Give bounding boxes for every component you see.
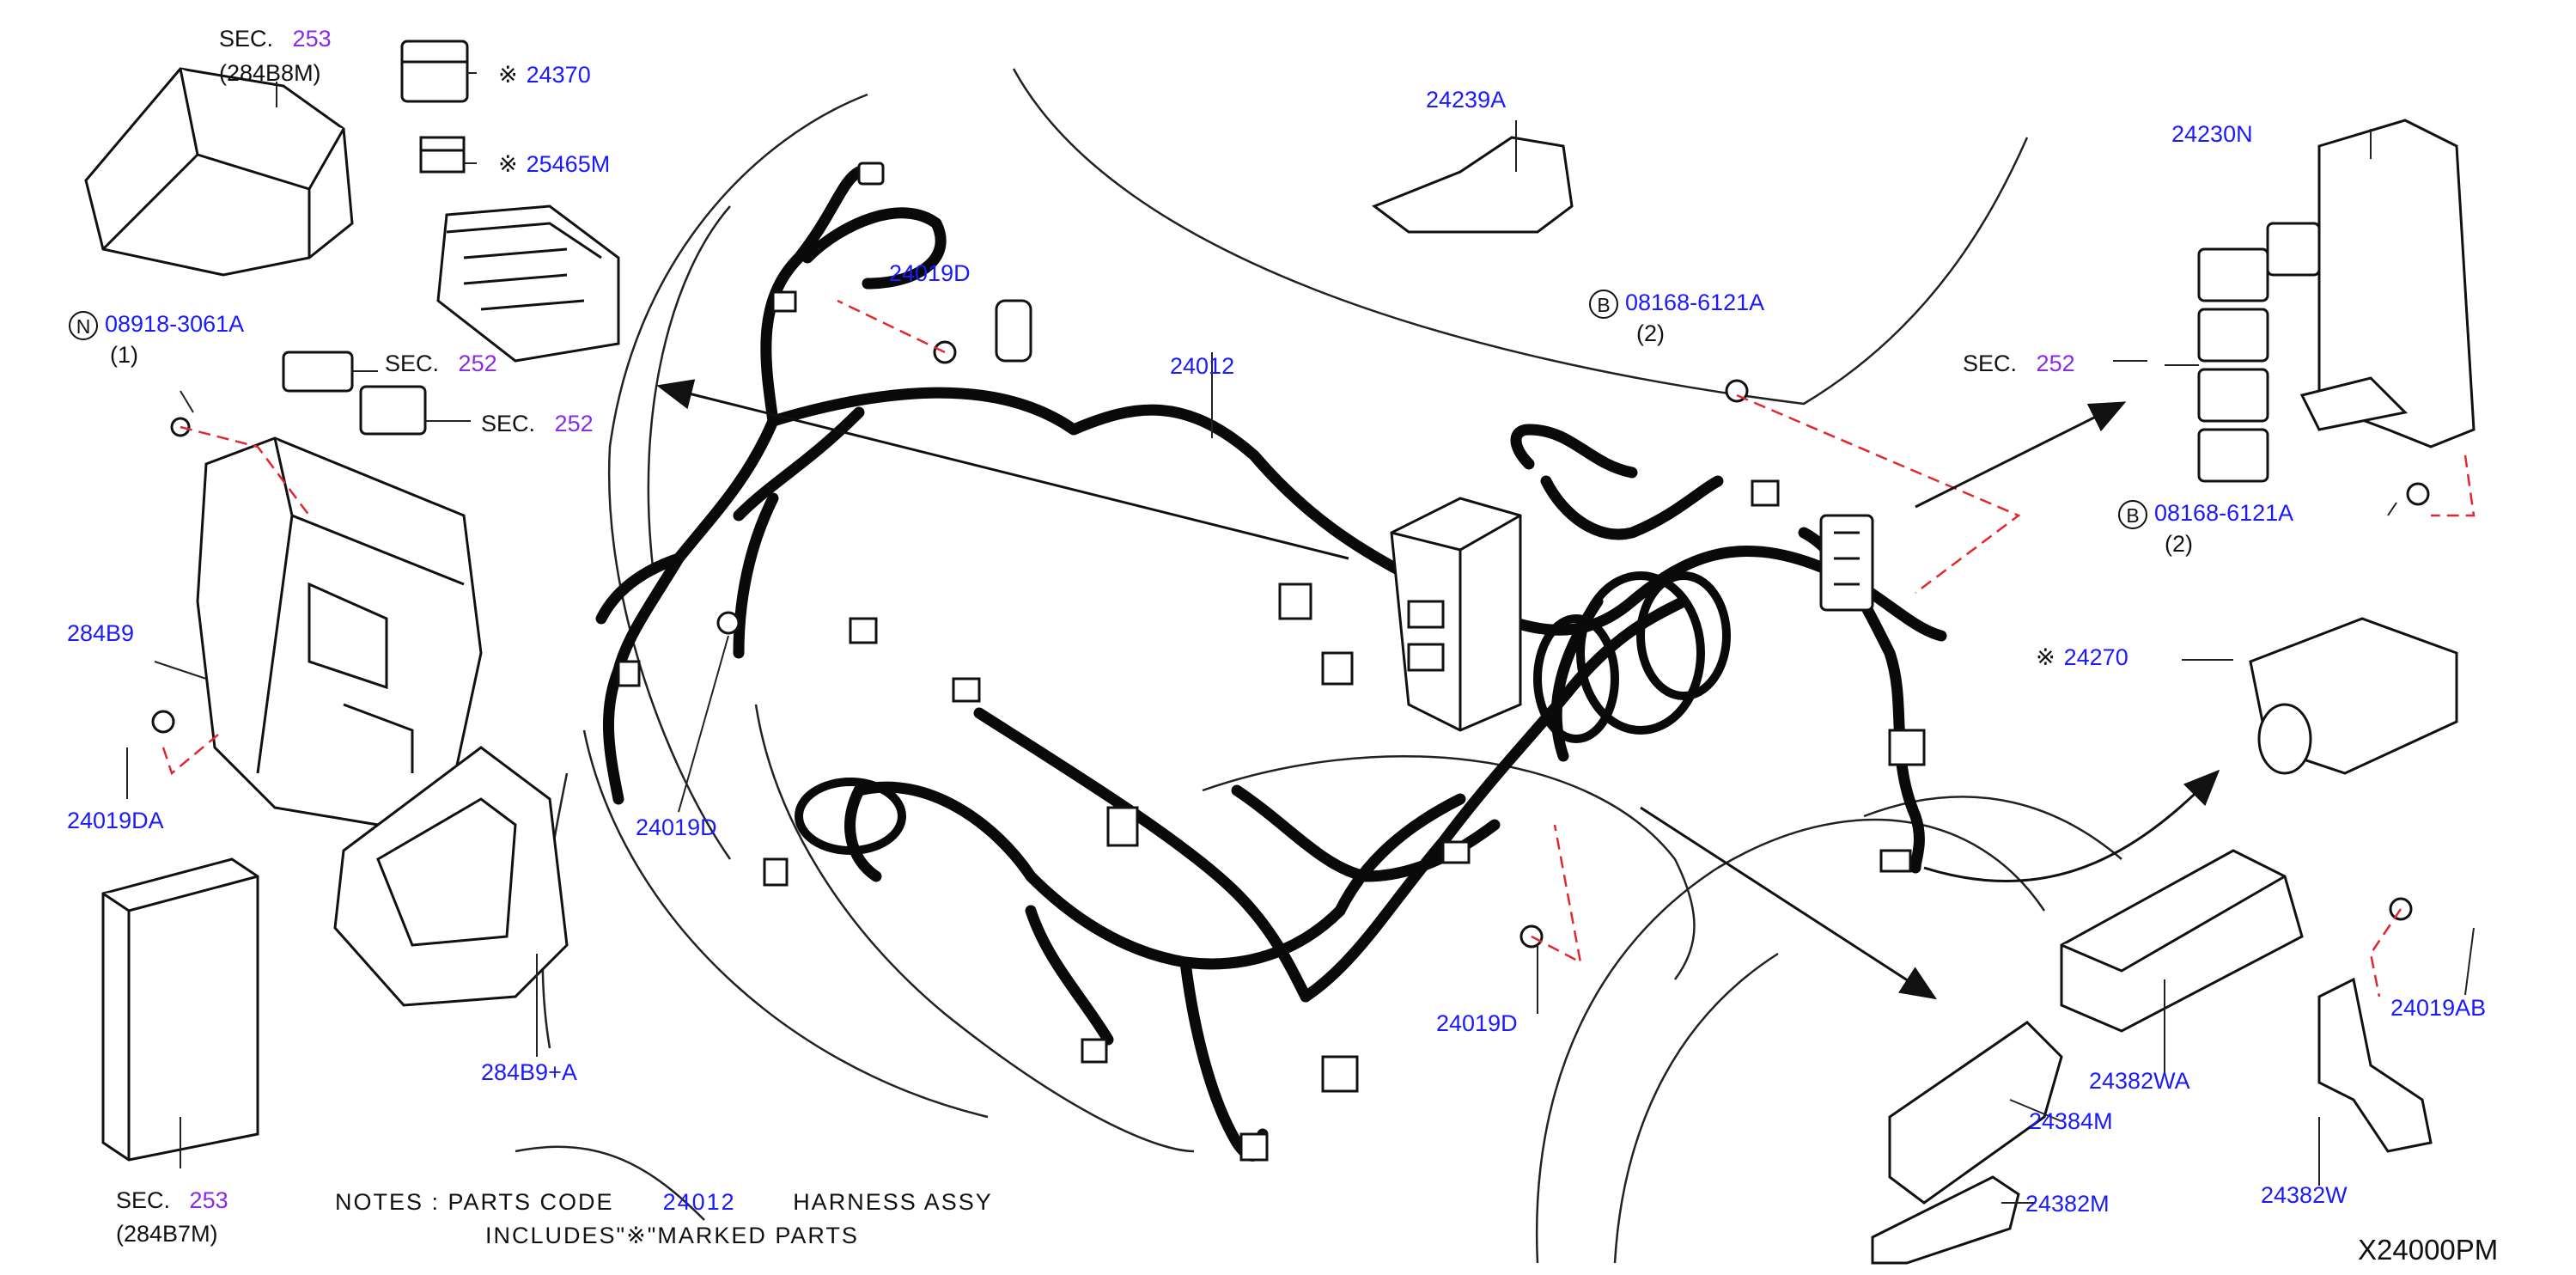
notes-line-2: INCLUDES"※"MARKED PARTS — [485, 1223, 859, 1248]
label-08168-top-qty: (2) — [1636, 320, 1665, 346]
sec-word: SEC. — [1963, 351, 2018, 376]
label-24019D-mid: 24019D — [636, 814, 717, 840]
label-08918: N 08918-3061A — [69, 311, 244, 340]
fuse-block-24384M — [1888, 1021, 2063, 1205]
label-24382WA: 24382WA — [2089, 1068, 2190, 1094]
label-24382M: 24382M — [2025, 1191, 2110, 1217]
label-24270: ※ 24270 — [2036, 646, 2128, 669]
label-24019D-top: 24019D — [889, 260, 971, 286]
bracket-284B9A — [333, 746, 569, 1007]
central-fuse-box — [1390, 497, 1522, 732]
label-284B9A: 284B9+A — [481, 1059, 577, 1085]
bracket-24382W — [2317, 977, 2433, 1153]
part-number: 08918-3061A — [105, 311, 245, 338]
sec-number: 252 — [554, 411, 594, 436]
part-number: 24270 — [2063, 644, 2128, 670]
relay-bracket-24230N — [2197, 119, 2476, 483]
label-24019DA: 24019DA — [67, 808, 164, 833]
asterisk-icon: ※ — [498, 62, 518, 88]
bolts — [151, 340, 2430, 949]
label-08168-bot: B 08168-6121A — [2118, 500, 2293, 529]
sec-number: 253 — [189, 1187, 228, 1213]
n-circle-icon: N — [69, 311, 98, 340]
b-circle-icon: B — [2118, 500, 2147, 529]
label-08918-qty: (1) — [110, 342, 138, 368]
asterisk-icon: ※ — [498, 151, 518, 177]
grommet-24270 — [2249, 617, 2458, 775]
part-number: 25465M — [526, 151, 611, 177]
label-24019AB: 24019AB — [2390, 995, 2487, 1021]
sec-word: SEC. — [385, 351, 440, 376]
label-08168-top: B 08168-6121A — [1589, 290, 1764, 319]
bracket-24239A — [1371, 136, 1574, 234]
label-284B9: 284B9 — [67, 620, 135, 646]
part-number: 24370 — [526, 62, 591, 88]
label-sec-253-bot: SEC. 253 — [116, 1189, 228, 1212]
sec-number: 253 — [292, 26, 332, 52]
fuse-25465M — [419, 136, 466, 174]
cover-24382WA — [2060, 849, 2304, 1033]
fuse-box-284B9 — [196, 436, 483, 827]
label-sec-252-a: SEC. 252 — [385, 352, 497, 375]
section-arrows — [656, 379, 2220, 1000]
cover-24382M — [1871, 1175, 2020, 1265]
label-24370: ※ 24370 — [498, 64, 591, 87]
label-24382W: 24382W — [2261, 1182, 2348, 1208]
relay-24370 — [400, 40, 469, 103]
label-24239A: 24239A — [1426, 87, 1507, 113]
relays-sec-252 — [282, 351, 427, 436]
label-sec-252-b: SEC. 252 — [481, 412, 594, 436]
body-outline — [515, 68, 2122, 1264]
sec-word: SEC. — [219, 26, 274, 52]
notes-line-1: NOTES : PARTS CODE 24012 HARNESS ASSY — [335, 1189, 993, 1216]
harness-connectors — [617, 162, 1926, 1162]
b-circle-icon: B — [1589, 290, 1618, 319]
leader-lines — [126, 72, 2475, 1204]
sec-word: SEC. — [481, 411, 536, 436]
label-284B7M: (284B7M) — [116, 1221, 218, 1247]
label-24384M: 24384M — [2029, 1108, 2113, 1134]
notes-code: 24012 — [662, 1189, 736, 1215]
label-24012: 24012 — [1170, 353, 1235, 379]
label-24019D-bot: 24019D — [1436, 1010, 1518, 1036]
label-08168-bot-qty: (2) — [2165, 531, 2193, 557]
label-25465M: ※ 25465M — [498, 153, 610, 176]
junction-block — [436, 204, 620, 363]
label-sec-253-top: SEC. 253 — [219, 27, 332, 51]
main-harness — [595, 166, 1947, 1162]
asterisk-icon: ※ — [2036, 644, 2055, 670]
sec-number: 252 — [2036, 351, 2075, 376]
part-number: 08168-6121A — [1625, 290, 1765, 316]
ecu-sec-253 — [101, 857, 259, 1162]
notes-prefix: NOTES : PARTS CODE — [335, 1189, 614, 1215]
diagram-reference: X24000PM — [2358, 1234, 2499, 1266]
sec-word: SEC. — [116, 1187, 171, 1213]
label-284B8M: (284B8M) — [219, 60, 321, 86]
part-number: 08168-6121A — [2154, 500, 2294, 527]
harness-loops — [795, 571, 1731, 855]
red-dashed-leaders — [161, 299, 2476, 997]
fuse-box-cover — [84, 67, 354, 277]
notes-suffix: HARNESS ASSY — [793, 1189, 993, 1215]
label-24230N: 24230N — [2171, 121, 2253, 147]
relay-block-center — [1819, 514, 1874, 612]
sec-number: 252 — [458, 351, 497, 376]
label-sec-252-right: SEC. 252 — [1963, 352, 2075, 375]
